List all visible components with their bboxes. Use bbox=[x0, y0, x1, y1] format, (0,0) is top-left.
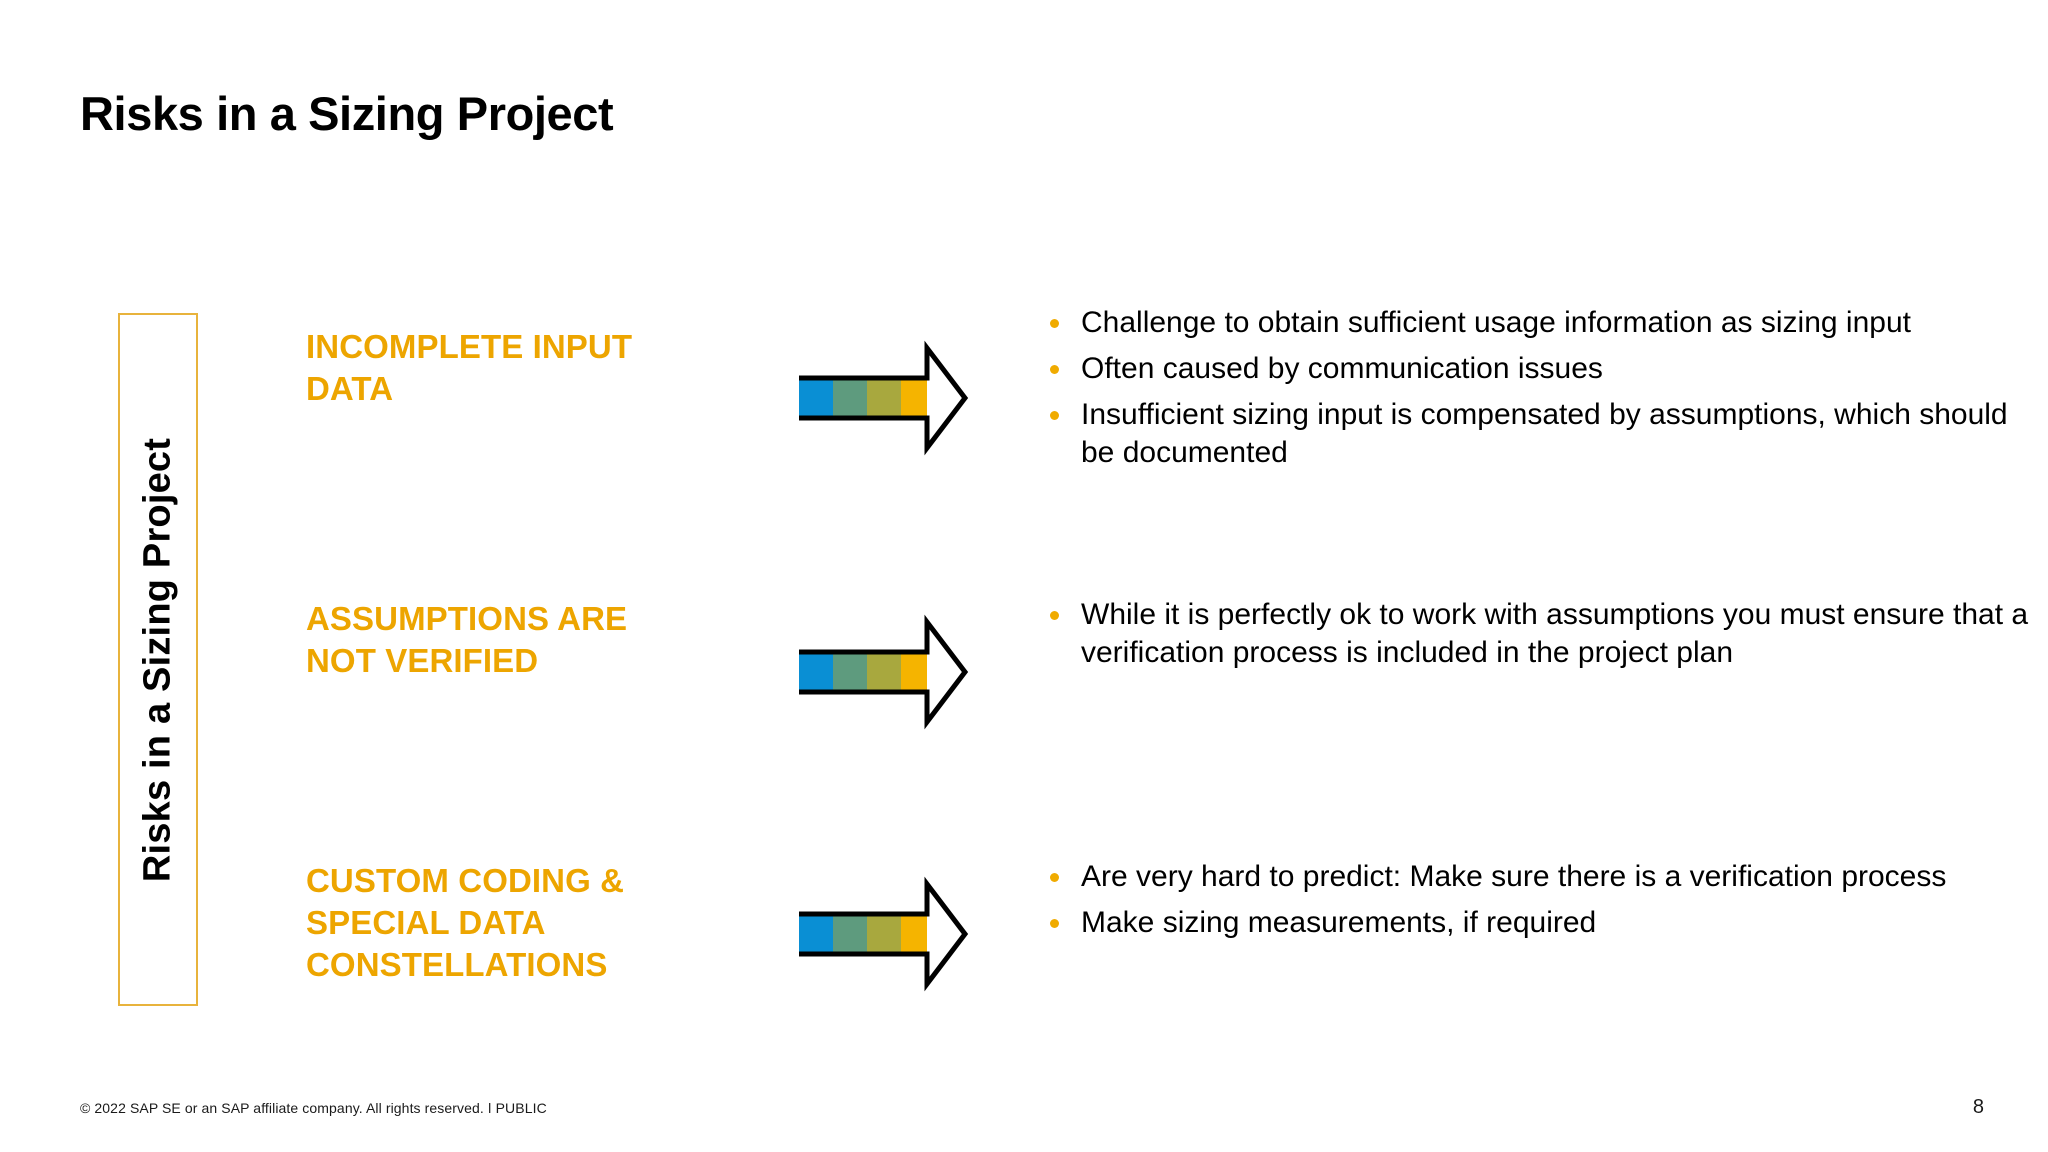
right-arrow-icon bbox=[797, 876, 972, 992]
list-item-text: Challenge to obtain sufficient usage inf… bbox=[1081, 306, 1911, 339]
list-item-text: Insufficient sizing input is compensated… bbox=[1081, 398, 2008, 470]
list-item: Are very hard to predict: Make sure ther… bbox=[1044, 858, 2034, 896]
bullet-dot-icon bbox=[1050, 611, 1059, 620]
page-title: Risks in a Sizing Project bbox=[80, 87, 614, 140]
list-item-text: Make sizing measurements, if required bbox=[1081, 906, 1597, 940]
risk-heading: ASSUMPTIONS ARE NOT VERIFIED bbox=[306, 600, 628, 680]
list-item-text: Are very hard to predict: Make sure ther… bbox=[1081, 860, 1947, 893]
list-item: While it is perfectly ok to work with as… bbox=[1044, 596, 2034, 672]
risk-bullet-list: Are very hard to predict: Make sure ther… bbox=[1044, 858, 2034, 942]
bullet-dot-icon bbox=[1050, 365, 1059, 375]
list-item: Insufficient sizing input is compensated… bbox=[1044, 396, 2034, 472]
right-arrow-icon bbox=[797, 614, 972, 730]
list-item: Make sizing measurements, if required bbox=[1044, 904, 2034, 942]
risk-bullet-list: Challenge to obtain sufficient usage inf… bbox=[1044, 304, 2034, 472]
list-item-text: While it is perfectly ok to work with as… bbox=[1081, 598, 2029, 670]
list-item: Challenge to obtain sufficient usage inf… bbox=[1044, 304, 2034, 342]
risk-heading: CUSTOM CODING & SPECIAL DATA CONSTELLATI… bbox=[306, 862, 625, 984]
risk-heading: INCOMPLETE INPUT DATA bbox=[306, 328, 633, 408]
page-number: 8 bbox=[1972, 1096, 1984, 1118]
risk-bullet-list: While it is perfectly ok to work with as… bbox=[1044, 596, 2034, 672]
side-label-box: Risks in a Sizing Project bbox=[118, 313, 198, 1006]
list-item: Often caused by communication issues bbox=[1044, 350, 2034, 388]
bullet-dot-icon bbox=[1050, 919, 1059, 929]
list-item-text: Often caused by communication issues bbox=[1081, 352, 1603, 386]
footer-copyright: © 2022 SAP SE or an SAP affiliate compan… bbox=[80, 1100, 547, 1116]
bullet-dot-icon bbox=[1050, 319, 1059, 328]
bullet-dot-icon bbox=[1050, 411, 1059, 421]
bullet-dot-icon bbox=[1050, 873, 1059, 882]
right-arrow-icon bbox=[797, 340, 972, 456]
side-label-text: Risks in a Sizing Project bbox=[136, 437, 179, 882]
